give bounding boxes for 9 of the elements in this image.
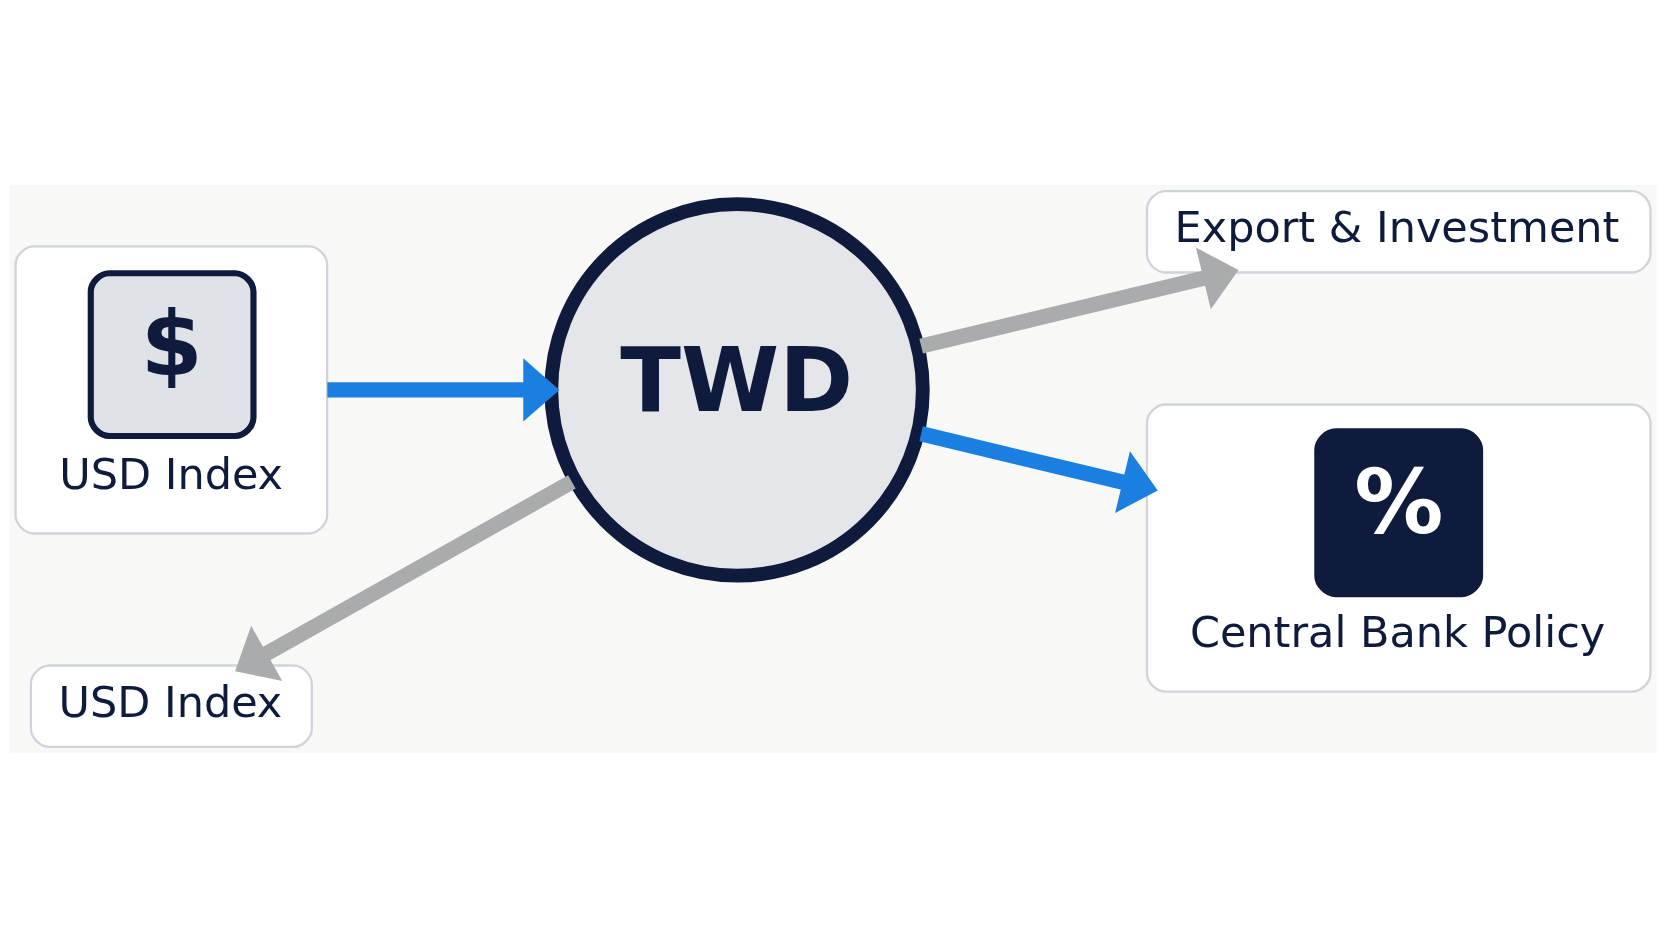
arrow (235, 474, 576, 681)
node-box: $ USD Index (14, 244, 329, 535)
node-box: USD Index (29, 663, 313, 748)
node-box: % Central Bank Policy (1145, 402, 1652, 693)
node-box: Export & Investment (1145, 189, 1652, 274)
node-circle: TWD (544, 196, 930, 583)
arrow (919, 247, 1239, 354)
arrow (919, 425, 1158, 513)
arrow (327, 357, 560, 422)
